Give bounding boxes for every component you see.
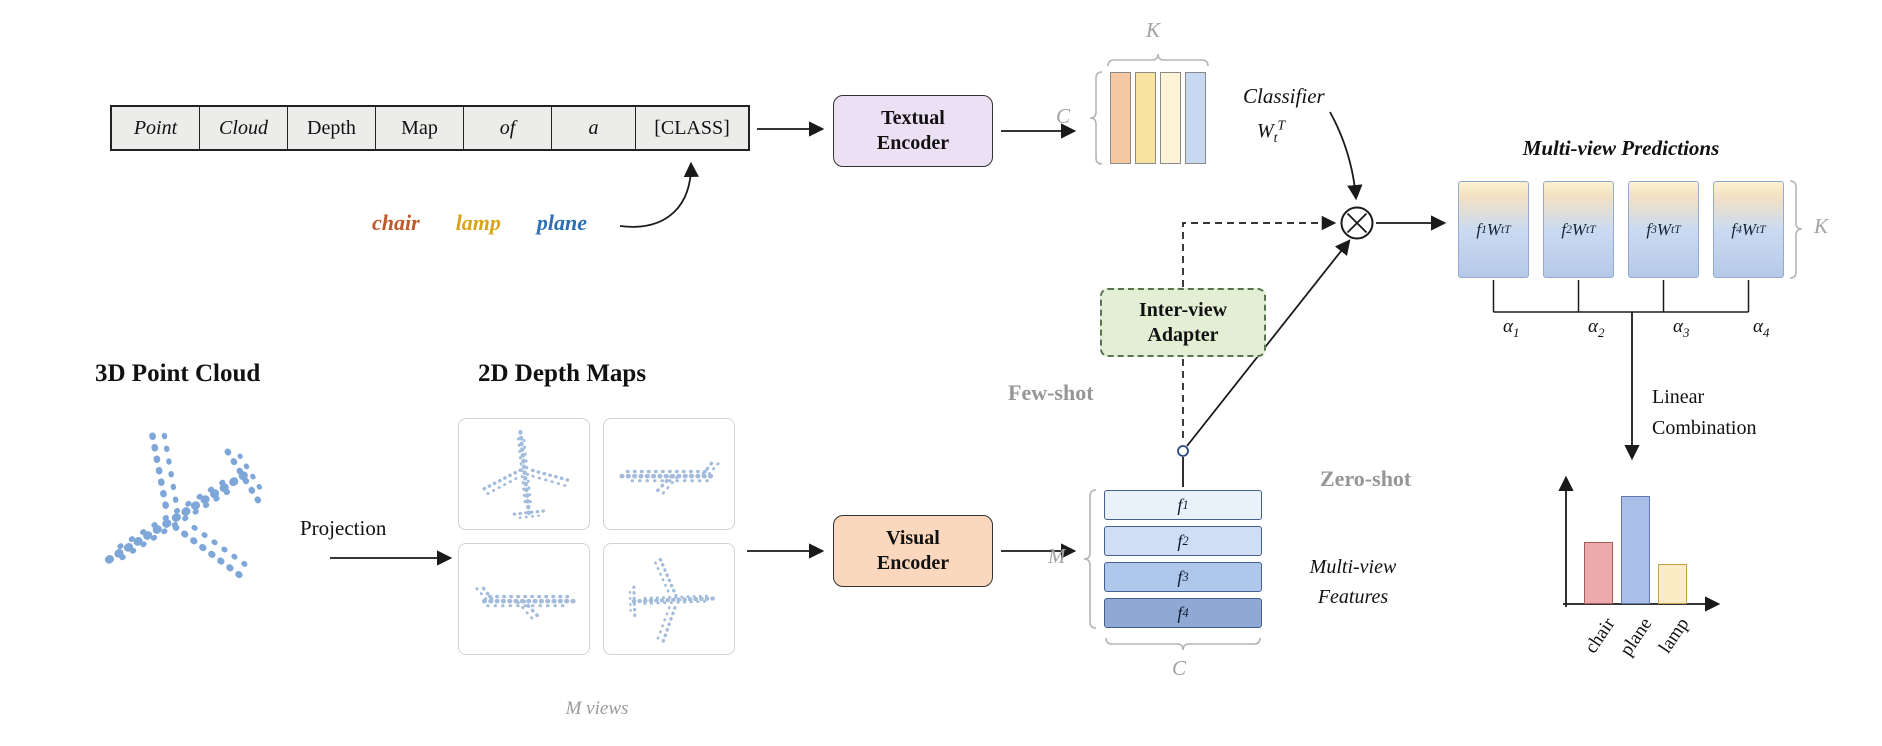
brace-c-visual bbox=[1105, 637, 1261, 651]
depth-map-plane-icon bbox=[622, 459, 719, 495]
depth-map-thumbnail bbox=[458, 418, 590, 530]
prompt-cell: Depth bbox=[288, 107, 376, 149]
multi-view-features-line: Multi-view bbox=[1309, 556, 1397, 578]
text-feature-bars bbox=[1110, 72, 1206, 164]
class-name-candidates: chair lamp plane bbox=[372, 210, 587, 236]
text-feature-bar bbox=[1110, 72, 1131, 164]
depth-map-thumbnail bbox=[603, 418, 735, 530]
depth-map-thumbnail bbox=[603, 543, 735, 655]
multi-view-features-label: Multi-view Features bbox=[1288, 552, 1418, 612]
classifier-weights-label: WtT bbox=[1257, 117, 1286, 145]
projection-label: Projection bbox=[300, 516, 387, 540]
multi-view-features-line: Features bbox=[1317, 586, 1389, 608]
adapter-label: Inter-view bbox=[1138, 298, 1228, 321]
prompt-cell: Point bbox=[112, 107, 200, 149]
point-cloud-image bbox=[64, 414, 294, 614]
alpha-weight: α2 bbox=[1588, 316, 1605, 340]
depth-map-plane-icon bbox=[629, 558, 714, 642]
m-views-label: M views bbox=[565, 698, 629, 719]
depth-map-plane-icon bbox=[479, 428, 571, 521]
visual-encoder-box: Visual Encoder bbox=[833, 515, 993, 587]
classifier-label: Classifier bbox=[1243, 84, 1325, 108]
dim-label-m: M bbox=[1048, 544, 1066, 568]
class-word-plane: plane bbox=[536, 210, 588, 235]
linear-combination-line: Combination bbox=[1652, 417, 1757, 439]
prompt-cell: Map bbox=[376, 107, 464, 149]
multiply-operator-icon bbox=[1340, 206, 1374, 240]
chart-bar-lamp bbox=[1658, 564, 1687, 604]
linear-combination-line: Linear bbox=[1652, 386, 1705, 408]
brace-k-text bbox=[1107, 53, 1209, 67]
zero-shot-label: Zero-shot bbox=[1320, 466, 1412, 491]
text-feature-bar bbox=[1135, 72, 1156, 164]
linear-combination-label: Linear Combination bbox=[1652, 382, 1756, 444]
depth-map-plane-icon bbox=[477, 584, 574, 620]
prompt-template-table: Point Cloud Depth Map of a [CLASS] bbox=[110, 105, 750, 151]
visual-encoder-label: Visual bbox=[886, 527, 940, 549]
class-word-chair: chair bbox=[372, 210, 420, 235]
point-cloud-title: 3D Point Cloud bbox=[95, 360, 261, 387]
arrow-class-to-prompt bbox=[619, 161, 699, 228]
mode-switch-icon bbox=[1177, 445, 1189, 457]
text-feature-bar bbox=[1160, 72, 1181, 164]
textual-encoder-label: Textual bbox=[881, 107, 945, 129]
inter-view-adapter-box: Inter-view Adapter bbox=[1100, 288, 1266, 357]
alpha-weight: α4 bbox=[1753, 316, 1770, 340]
prompt-cell: a bbox=[552, 107, 636, 149]
dim-label-c: C bbox=[1056, 104, 1071, 128]
alpha-weight: α1 bbox=[1503, 316, 1520, 340]
arrow-classifier-to-multiply bbox=[1329, 111, 1363, 201]
brace-m-visual bbox=[1083, 489, 1097, 629]
visual-encoder-label: Encoder bbox=[876, 552, 950, 574]
multi-view-predictions-title: Multi-view Predictions bbox=[1522, 136, 1720, 160]
textual-encoder-box: Textual Encoder bbox=[833, 95, 993, 167]
chart-bar-chair bbox=[1584, 542, 1613, 604]
prompt-cell-class-slot: [CLASS] bbox=[654, 117, 730, 139]
prompt-cell: of bbox=[464, 107, 552, 149]
alpha-weight: α3 bbox=[1673, 316, 1690, 340]
brace-k-pred bbox=[1789, 180, 1803, 279]
depth-maps-title: 2D Depth Maps bbox=[478, 360, 647, 387]
point-cloud-plane-icon bbox=[66, 414, 294, 614]
depth-map-thumbnail bbox=[458, 543, 590, 655]
dim-label-c2: C bbox=[1172, 656, 1187, 680]
brace-c-text bbox=[1089, 71, 1103, 165]
dim-label-k2: K bbox=[1814, 214, 1829, 238]
textual-encoder-label: Encoder bbox=[876, 132, 950, 154]
class-word-lamp: lamp bbox=[455, 210, 501, 235]
adapter-label: Adapter bbox=[1147, 323, 1219, 346]
dim-label-k: K bbox=[1146, 18, 1161, 42]
chart-bar-plane bbox=[1621, 496, 1650, 604]
prompt-cell: Cloud bbox=[200, 107, 288, 149]
dashed-adapter-to-multiply bbox=[1182, 215, 1337, 287]
few-shot-label: Few-shot bbox=[1008, 380, 1094, 405]
text-feature-bar bbox=[1185, 72, 1206, 164]
